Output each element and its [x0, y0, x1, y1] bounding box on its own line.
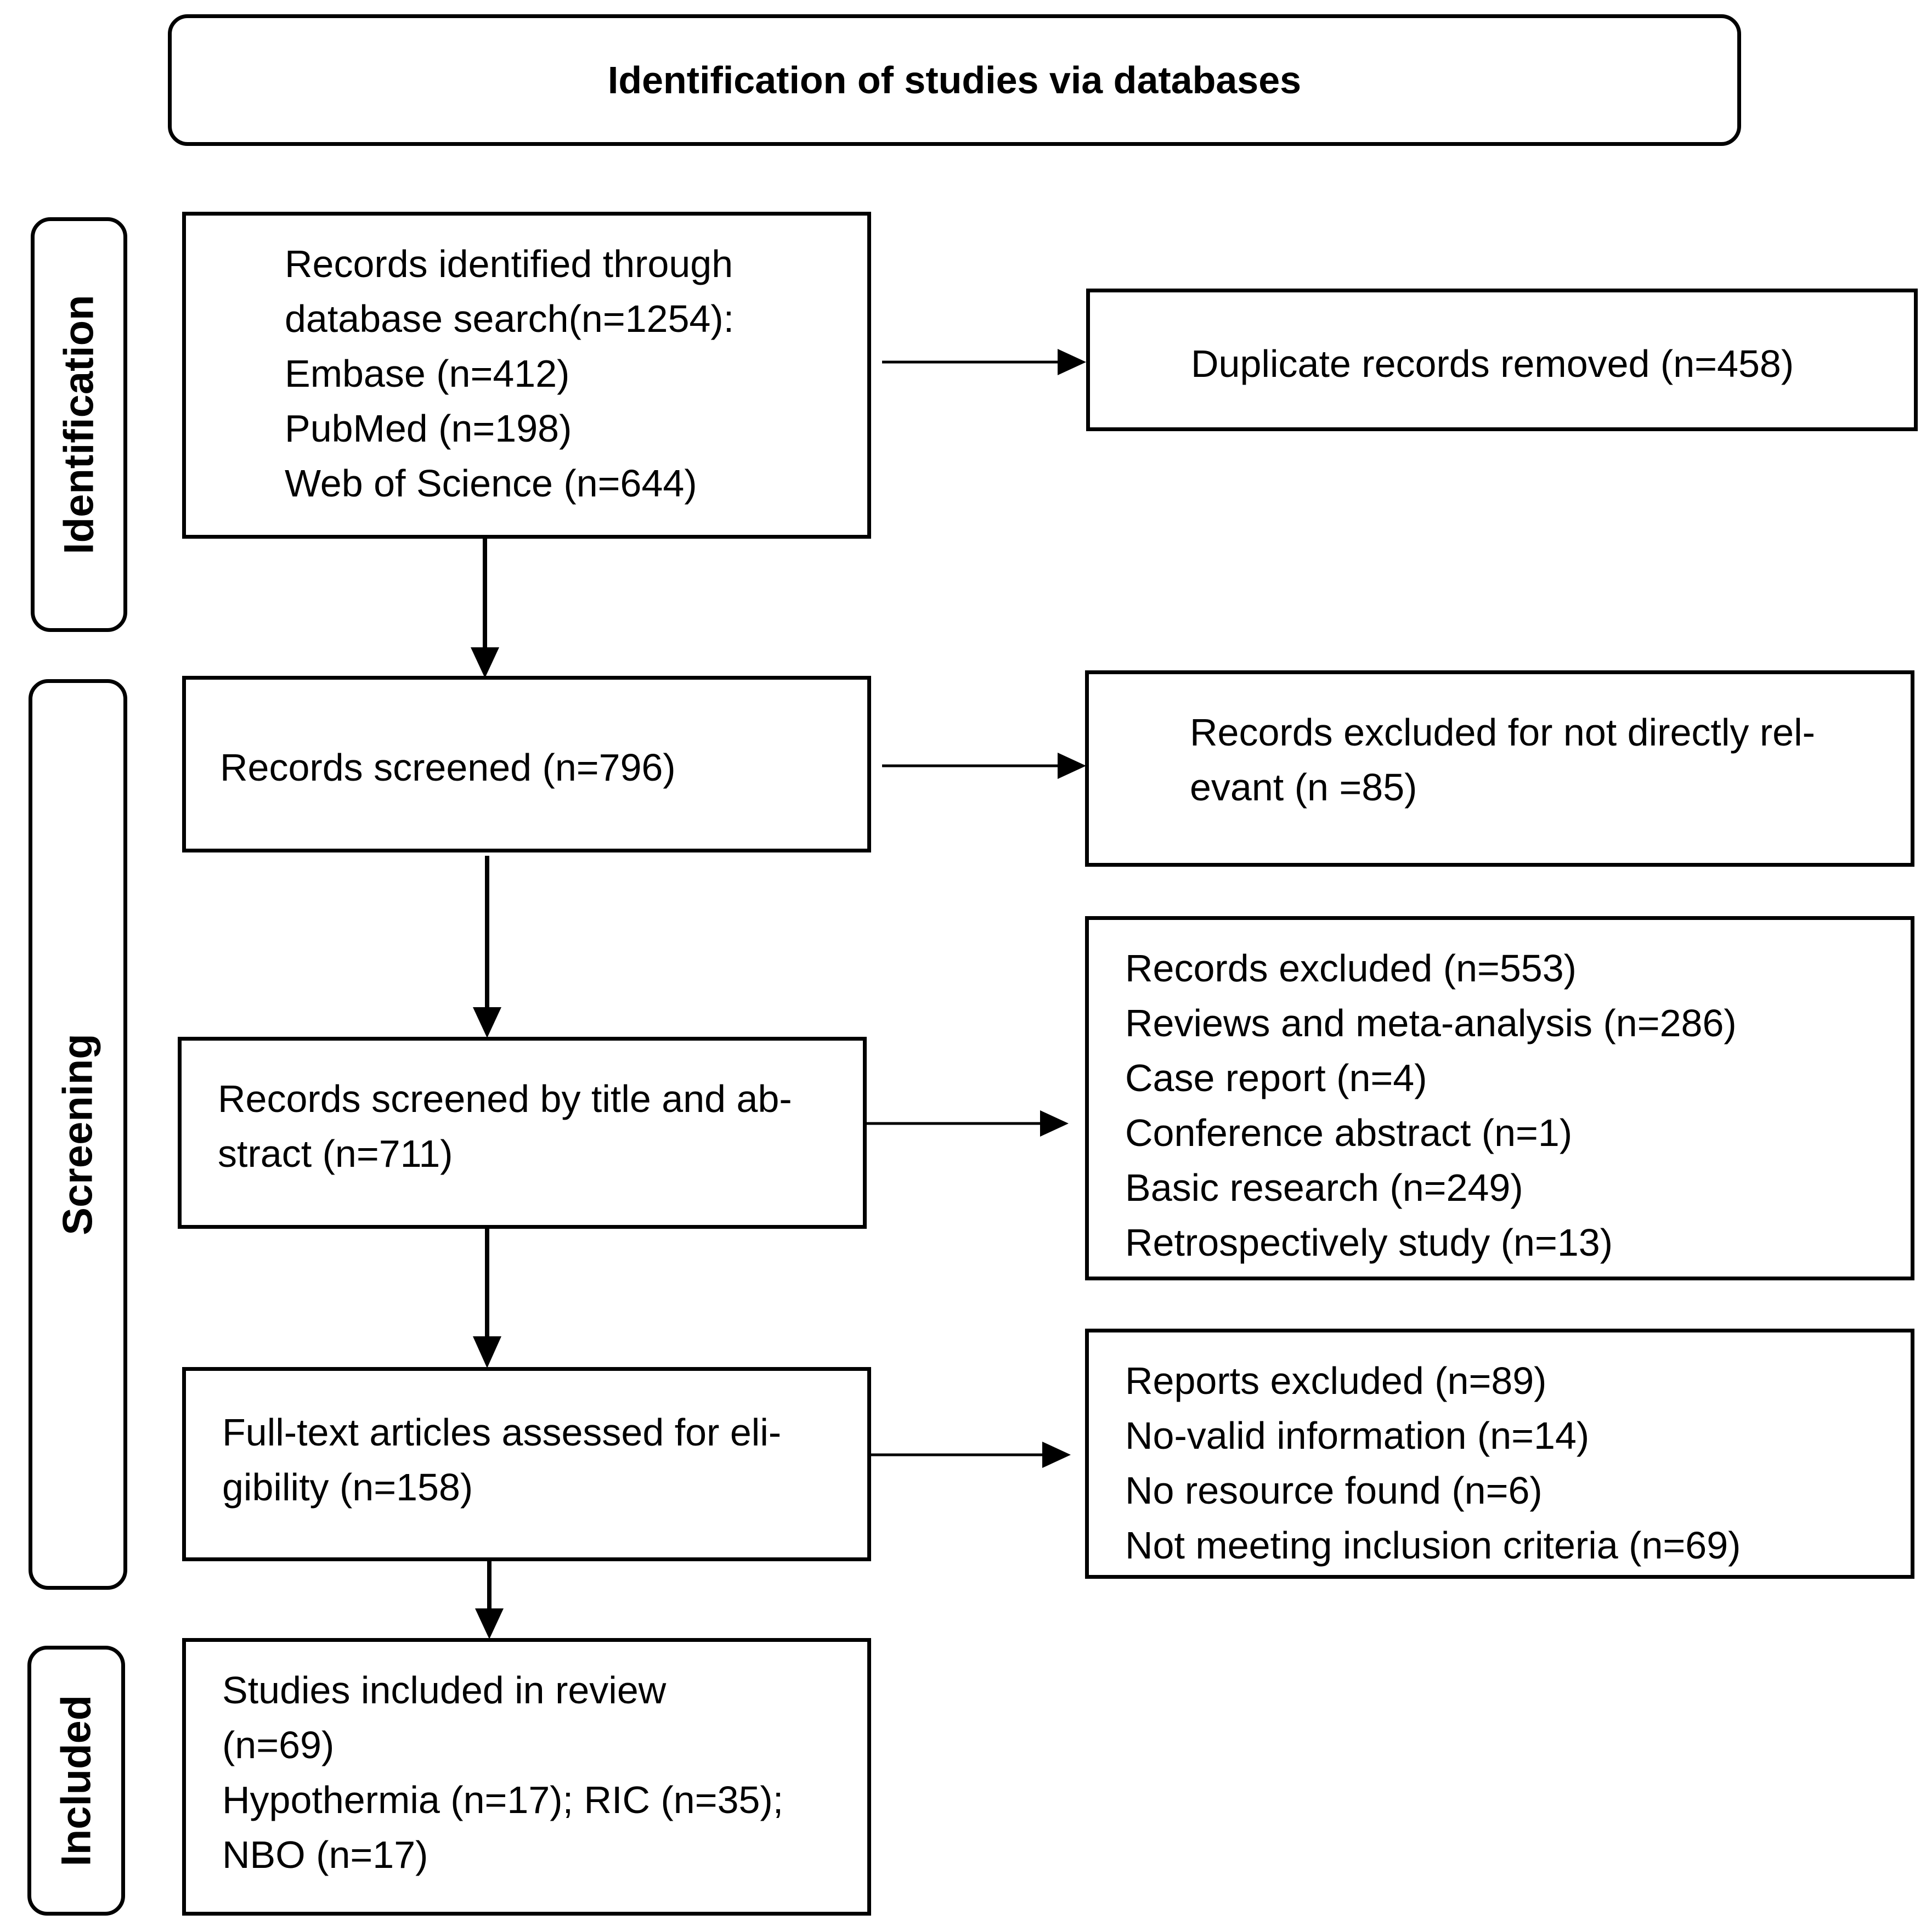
studies-included-box: Studies included in review (n=69) Hypoth…: [182, 1638, 871, 1916]
reports-excluded-line: Reports excluded (n=89): [1125, 1359, 1547, 1402]
arrow-down-2-head: [473, 1007, 501, 1038]
records-excluded-box: Records excluded (n=553) Reviews and met…: [1085, 916, 1914, 1280]
arrow-right-3-head: [1040, 1110, 1069, 1137]
studies-included-line: Hypothermia (n=17); RIC (n=35);: [222, 1778, 784, 1821]
reports-excluded-line: No-valid information (n=14): [1125, 1414, 1590, 1457]
records-identified-line: Records identified through: [285, 242, 733, 285]
records-screened-box: Records screened (n=796): [182, 676, 871, 852]
arrow-down-3-head: [473, 1336, 501, 1368]
records-identified-line: Embase (n=412): [285, 352, 570, 395]
records-identified-line: PubMed (n=198): [285, 407, 572, 450]
screened-title-abstract-line: Records screened by title and ab-: [218, 1077, 792, 1120]
studies-included-line: Studies included in review: [222, 1669, 666, 1712]
records-identified-line: database search(n=1254):: [285, 297, 735, 340]
diagram-title-box: Identification of studies via databases: [168, 14, 1741, 146]
excluded-not-relevant-box: Records excluded for not directly rel- e…: [1085, 670, 1914, 867]
records-identified-line: Web of Science (n=644): [285, 462, 697, 505]
screened-title-abstract-box: Records screened by title and ab- stract…: [178, 1037, 867, 1229]
phase-identification: Identification: [31, 217, 127, 632]
reports-excluded-line: Not meeting inclusion criteria (n=69): [1125, 1524, 1741, 1567]
arrow-down-1-head: [471, 647, 499, 678]
duplicates-removed-box: Duplicate records removed (n=458): [1086, 289, 1918, 431]
duplicates-removed-line: Duplicate records removed (n=458): [1191, 342, 1794, 385]
records-excluded-line: Conference abstract (n=1): [1125, 1111, 1573, 1154]
diagram-title: Identification of studies via databases: [607, 59, 1302, 101]
full-text-assessed-box: Full-text articles assessed for eli- gib…: [182, 1367, 871, 1561]
arrow-right-4-head: [1042, 1442, 1071, 1468]
arrow-right-2-head: [1058, 753, 1086, 779]
reports-excluded-line: No resource found (n=6): [1125, 1469, 1543, 1512]
records-excluded-line: Retrospectively study (n=13): [1125, 1221, 1613, 1264]
screened-title-abstract-line: stract (n=711): [218, 1132, 453, 1175]
arrow-down-4-head: [475, 1608, 504, 1639]
phase-included: Included: [27, 1646, 125, 1916]
records-excluded-line: Case report (n=4): [1125, 1057, 1427, 1099]
phase-screening: Screening: [29, 679, 127, 1590]
records-excluded-line: Records excluded (n=553): [1125, 947, 1577, 990]
reports-excluded-box: Reports excluded (n=89) No-valid informa…: [1085, 1329, 1914, 1579]
excluded-not-relevant-line: evant (n =85): [1190, 766, 1417, 809]
arrow-right-1-head: [1058, 349, 1086, 375]
records-excluded-line: Reviews and meta-analysis (n=286): [1125, 1002, 1737, 1044]
records-screened-line: Records screened (n=796): [220, 746, 676, 789]
excluded-not-relevant-line: Records excluded for not directly rel-: [1190, 711, 1815, 754]
studies-included-line: NBO (n=17): [222, 1833, 428, 1876]
studies-included-line: (n=69): [222, 1724, 335, 1766]
records-identified-box: Records identified through database sear…: [182, 212, 871, 539]
full-text-assessed-line: gibility (n=158): [222, 1466, 473, 1509]
full-text-assessed-line: Full-text articles assessed for eli-: [222, 1411, 782, 1454]
records-excluded-line: Basic research (n=249): [1125, 1166, 1523, 1209]
